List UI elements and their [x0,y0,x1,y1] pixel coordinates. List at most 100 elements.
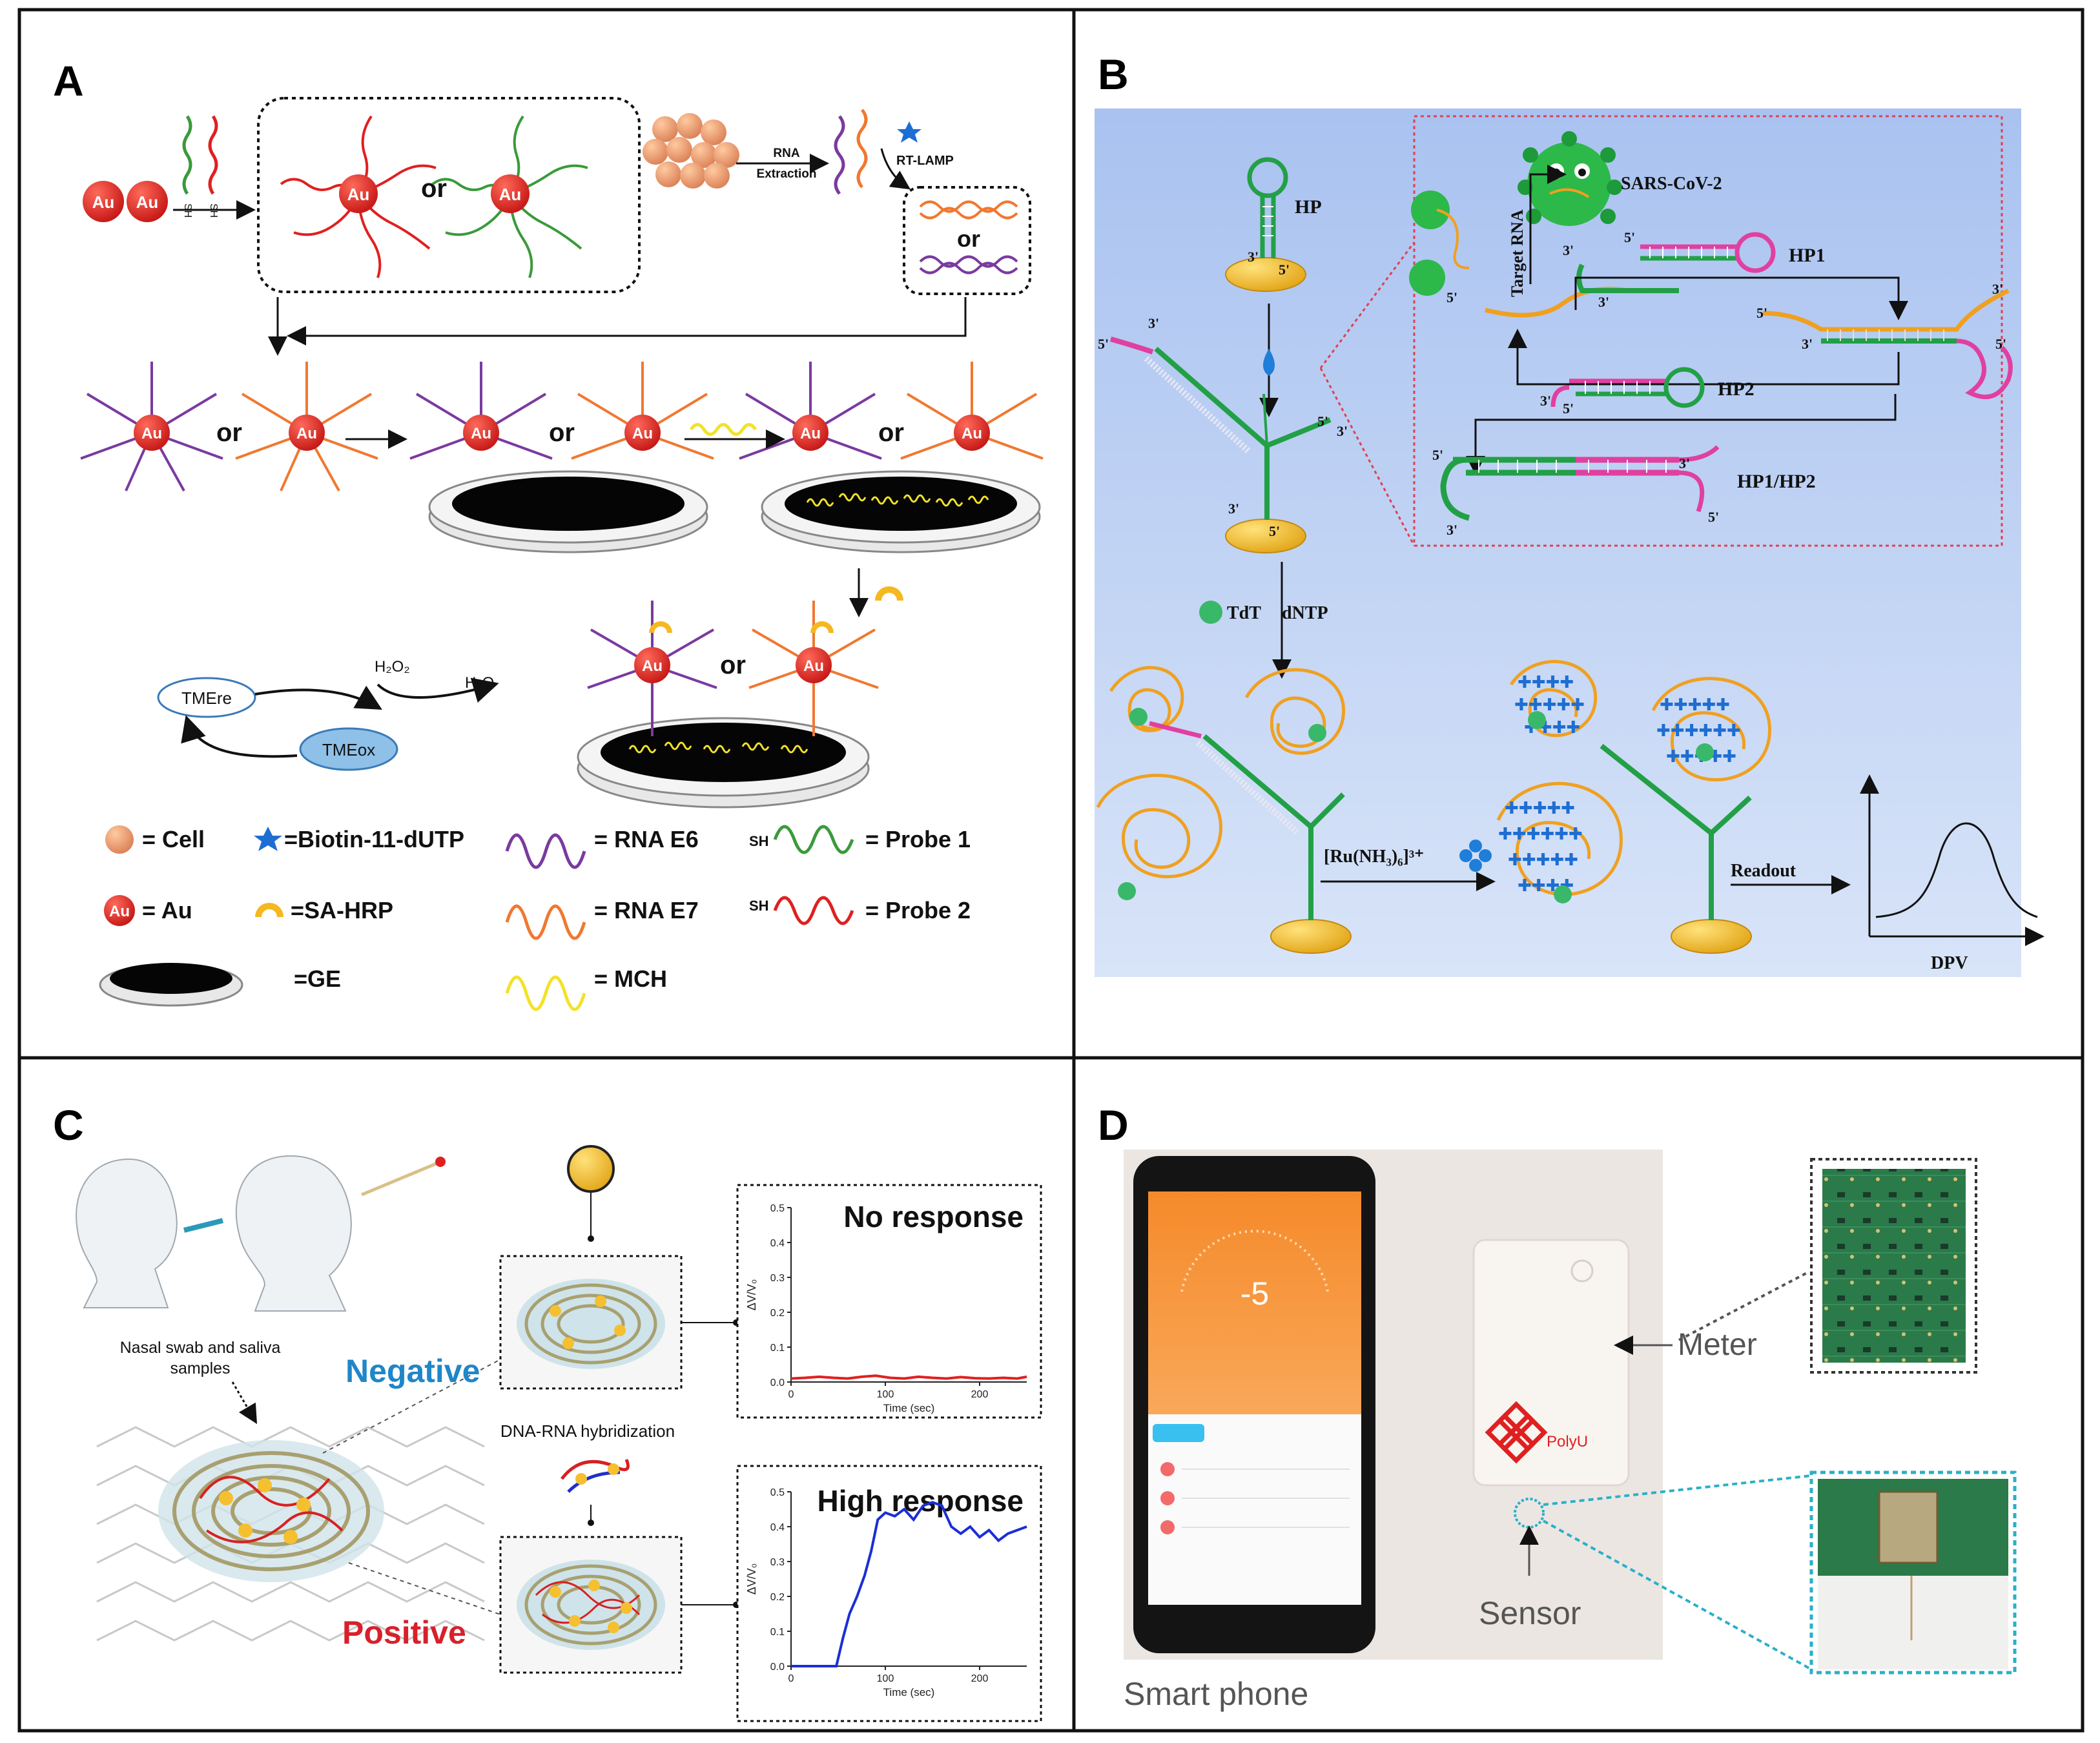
y-tick-label: 0.5 [770,1203,785,1214]
y-structure-ru-loaded: ✚✚✚✚✚✚✚✚✚✚✚✚✚ ✚✚✚✚✚✚✚✚✚✚✚✚✚✚✚✚ ✚✚✚✚✚✚✚✚✚… [1496,660,1771,954]
y-structure-extended [1096,666,1352,954]
svg-text:HP1: HP1 [1789,245,1826,266]
svg-text:SH: SH [749,898,769,914]
svg-text:✚✚✚✚✚✚: ✚✚✚✚✚✚ [1656,721,1741,741]
hp1-hp2-duplex [1440,445,1720,521]
series-line [790,1374,1027,1380]
lamp-product-e6 [919,255,1018,274]
svg-text:SH: SH [749,833,769,849]
svg-text:Readout: Readout [1731,861,1796,881]
svg-text:RT-LAMP: RT-LAMP [896,154,954,168]
svg-text:Au: Au [803,657,824,675]
svg-text:3': 3' [1248,249,1259,265]
svg-text:= RNA E7: = RNA E7 [594,897,699,923]
svg-text:✚✚✚✚✚✚: ✚✚✚✚✚✚ [1498,825,1583,844]
panel-b: B HP 3' 5' 5' 3' 5' 3' 3' 5' [1095,50,2044,977]
svg-text:3': 3' [1679,455,1690,471]
polyu-logo-icon [1485,1401,1548,1464]
svg-text:= Au: = Au [142,897,192,923]
svg-text:Au: Au [499,185,522,204]
svg-text:DNA-RNA hybridization: DNA-RNA hybridization [500,1421,675,1441]
row2-au-clusters: Au Au Au Au Au Au [80,362,1044,491]
smartphone: -5 [1133,1156,1375,1653]
svg-text:3': 3' [1802,336,1813,352]
svg-text:RNA: RNA [773,147,799,160]
svg-text:= RNA E6: = RNA E6 [594,826,699,852]
sa-hrp-icon [875,586,903,601]
svg-text:Target RNA: Target RNA [1508,209,1527,297]
chart-title: No response [843,1200,1024,1233]
small-viruses [1409,191,1470,296]
svg-text:3': 3' [1446,522,1457,538]
y-tick-label: 0.0 [770,1377,785,1388]
y-tick-label: 0.1 [770,1627,785,1638]
x-axis-label: Time (sec) [883,1402,935,1414]
sensor-highlight [1514,1498,1545,1529]
svg-text:Meter: Meter [1678,1328,1757,1362]
hp-electrode [1225,157,1306,292]
svg-text:PolyU: PolyU [1547,1433,1588,1450]
svg-text:3': 3' [1337,423,1348,439]
x-tick-label: 0 [788,1389,794,1400]
tme-redox-cycle: TMEre TMEox H₂O₂ H₂O [157,658,499,771]
y-axis-label: ΔV/V₀ [745,1279,758,1311]
svg-text:✚✚✚✚: ✚✚✚✚ [1518,673,1574,692]
svg-text:TMEre: TMEre [181,688,232,708]
svg-text:3': 3' [1540,393,1551,409]
svg-text:Au: Au [296,425,317,442]
svg-text:Au: Au [471,425,491,442]
x-tick-label: 200 [971,1389,989,1400]
svg-text:Smart phone: Smart phone [1124,1676,1308,1712]
svg-text:3': 3' [1992,281,2003,297]
gold-electrode-1 [428,470,708,553]
svg-text:5': 5' [1995,336,2006,352]
panel-a-letter: A [53,57,84,105]
svg-text:or: or [957,225,980,252]
svg-text:5': 5' [1432,447,1443,463]
svg-text:Positive: Positive [342,1614,466,1651]
svg-text:3': 3' [1148,315,1159,331]
panel-a-legend: = Cell =Biotin-11-dUTP = RNA E6 SH = Pro… [99,825,971,1011]
svg-text:or: or [878,418,904,447]
svg-text:Au: Au [347,185,370,204]
svg-text:5': 5' [1708,509,1719,525]
svg-text:H₂O₂: H₂O₂ [375,658,410,676]
gold-electrode-2 [761,470,1041,553]
hp2-hairpin [1550,367,1705,408]
svg-text:✚✚✚✚✚: ✚✚✚✚✚ [1508,851,1578,870]
svg-text:✚✚✚✚✚: ✚✚✚✚✚ [1660,696,1730,715]
svg-text:5': 5' [1269,523,1280,539]
svg-text:DPV: DPV [1931,953,1968,973]
svg-text:3': 3' [1598,294,1609,310]
svg-text:Nasal swab and saliva: Nasal swab and saliva [120,1339,281,1357]
lamp-product-e7 [919,200,1018,220]
svg-text:5': 5' [1317,413,1328,429]
series-line [791,1501,1027,1667]
svg-text:Au: Au [800,425,821,442]
svg-text:Au: Au [642,657,663,675]
y-structure-1 [1109,336,1332,553]
svg-text:= Cell: = Cell [142,826,205,852]
y-tick-label: 0.0 [770,1662,785,1673]
svg-text:✚✚✚✚✚: ✚✚✚✚✚ [1505,799,1575,818]
svg-text:5': 5' [1098,336,1109,352]
svg-text:= Probe 1: = Probe 1 [865,826,971,852]
svg-text:or: or [549,418,575,447]
panel-c-letter: C [53,1101,84,1149]
biotin-star-icon [897,121,921,143]
positive-sensor-chip [517,1560,665,1650]
row3-au-clusters: Au Au [587,601,879,736]
panel-d: D -5 PolyU Met [1098,1101,2017,1712]
svg-text:-5: -5 [1240,1275,1269,1312]
svg-text:Au: Au [141,425,162,442]
svg-text:5': 5' [1446,289,1457,305]
au-probe1-cluster: Au [280,115,437,278]
gold-nanoparticle-icon [567,1145,615,1193]
circuit-board-image [1822,1169,1966,1363]
y-tick-label: 0.2 [770,1308,785,1319]
svg-text:5': 5' [1624,229,1635,245]
au-probe2-cluster: Au [431,115,588,278]
svg-text:or: or [720,651,746,679]
dna-rna-hybrid-icon [561,1459,630,1493]
svg-text:dNTP: dNTP [1282,603,1328,623]
